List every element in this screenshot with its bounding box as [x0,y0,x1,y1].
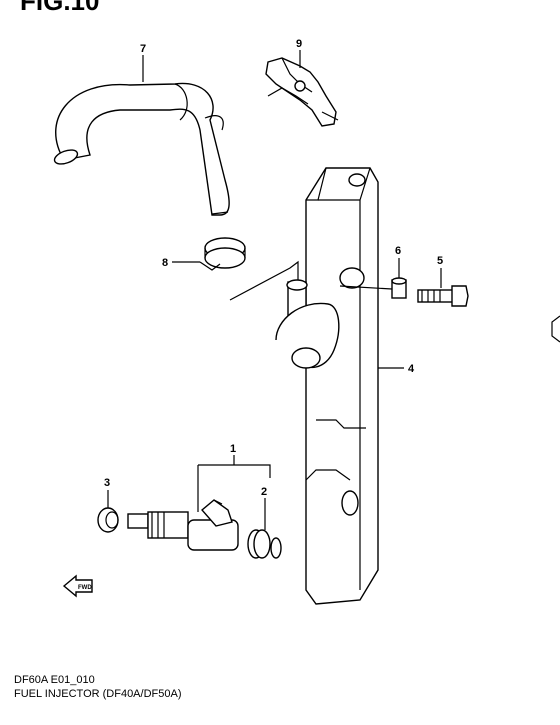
assembly-guide-line [229,260,299,301]
clamp-bracket-part-9 [265,57,339,127]
part-label-4: 4 [408,363,415,375]
diagram-code: DF60A E01_010 [14,674,95,686]
forward-arrow-icon: FWD [62,574,93,598]
fuel-hose-part-7 [53,82,230,216]
part-label-5: 5 [437,255,443,267]
fwd-label: FWD [78,585,92,591]
bolt-part-5 [417,285,469,307]
part-label-3: 3 [104,477,110,489]
page-edge-tab [551,315,560,343]
part-label-6: 6 [395,245,401,257]
spacer-part-6 [391,277,407,299]
hose-clip-part-8 [199,237,246,271]
part-label-2: 2 [261,486,267,498]
cushion-part-3 [97,507,119,533]
fuel-delivery-pipe-part-4 [275,167,379,605]
assembly-guide-line-6 [339,285,393,290]
diagram-caption: FUEL INJECTOR (DF40A/DF50A) [14,688,182,700]
figure-title: FIG.10 [20,0,100,16]
o-rings-part-2 [247,529,282,559]
part-label-7: 7 [140,43,146,55]
part-label-9: 9 [296,38,302,50]
fuel-injector-part-1 [127,499,239,551]
part-label-1: 1 [230,443,236,455]
part-label-8: 8 [162,257,168,269]
leader-bracket-1 [197,464,271,512]
